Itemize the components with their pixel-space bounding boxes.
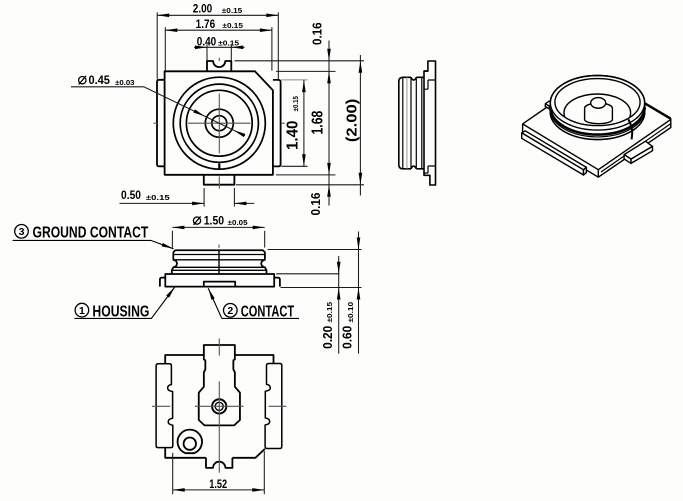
svg-text:±0.15: ±0.15: [222, 21, 243, 30]
svg-text:1.68: 1.68: [309, 111, 326, 135]
svg-text:1.50: 1.50: [204, 213, 225, 227]
svg-text:0.20: 0.20: [320, 326, 335, 349]
svg-text:±0.03: ±0.03: [115, 78, 134, 87]
svg-text:2.00: 2.00: [193, 2, 213, 16]
svg-text:1.52: 1.52: [209, 477, 227, 491]
svg-text:±0.15: ±0.15: [218, 38, 239, 47]
svg-text:HOUSING: HOUSING: [92, 303, 149, 320]
svg-text:1.76: 1.76: [196, 17, 216, 31]
svg-text:(2.00): (2.00): [344, 98, 360, 142]
svg-text:3: 3: [19, 226, 25, 238]
svg-text:0.60: 0.60: [340, 326, 355, 349]
svg-text:1.40: 1.40: [284, 121, 301, 151]
svg-text:GROUND CONTACT: GROUND CONTACT: [33, 225, 149, 242]
svg-text:0.45: 0.45: [88, 73, 110, 87]
svg-text:±0.15: ±0.15: [291, 96, 300, 111]
svg-text:±0.05: ±0.05: [228, 218, 248, 227]
svg-text:0.16: 0.16: [310, 22, 325, 45]
svg-text:0.16: 0.16: [308, 193, 323, 216]
svg-text:0.40: 0.40: [197, 34, 217, 48]
svg-text:±0.15: ±0.15: [325, 302, 334, 323]
svg-text:±0.15: ±0.15: [222, 6, 243, 15]
svg-text:0.50: 0.50: [121, 188, 141, 202]
svg-text:±0.15: ±0.15: [146, 193, 170, 202]
svg-text:1: 1: [79, 305, 85, 317]
svg-text:2: 2: [227, 305, 233, 317]
svg-text:CONTACT: CONTACT: [241, 303, 294, 320]
svg-text:±0.10: ±0.10: [346, 302, 355, 323]
